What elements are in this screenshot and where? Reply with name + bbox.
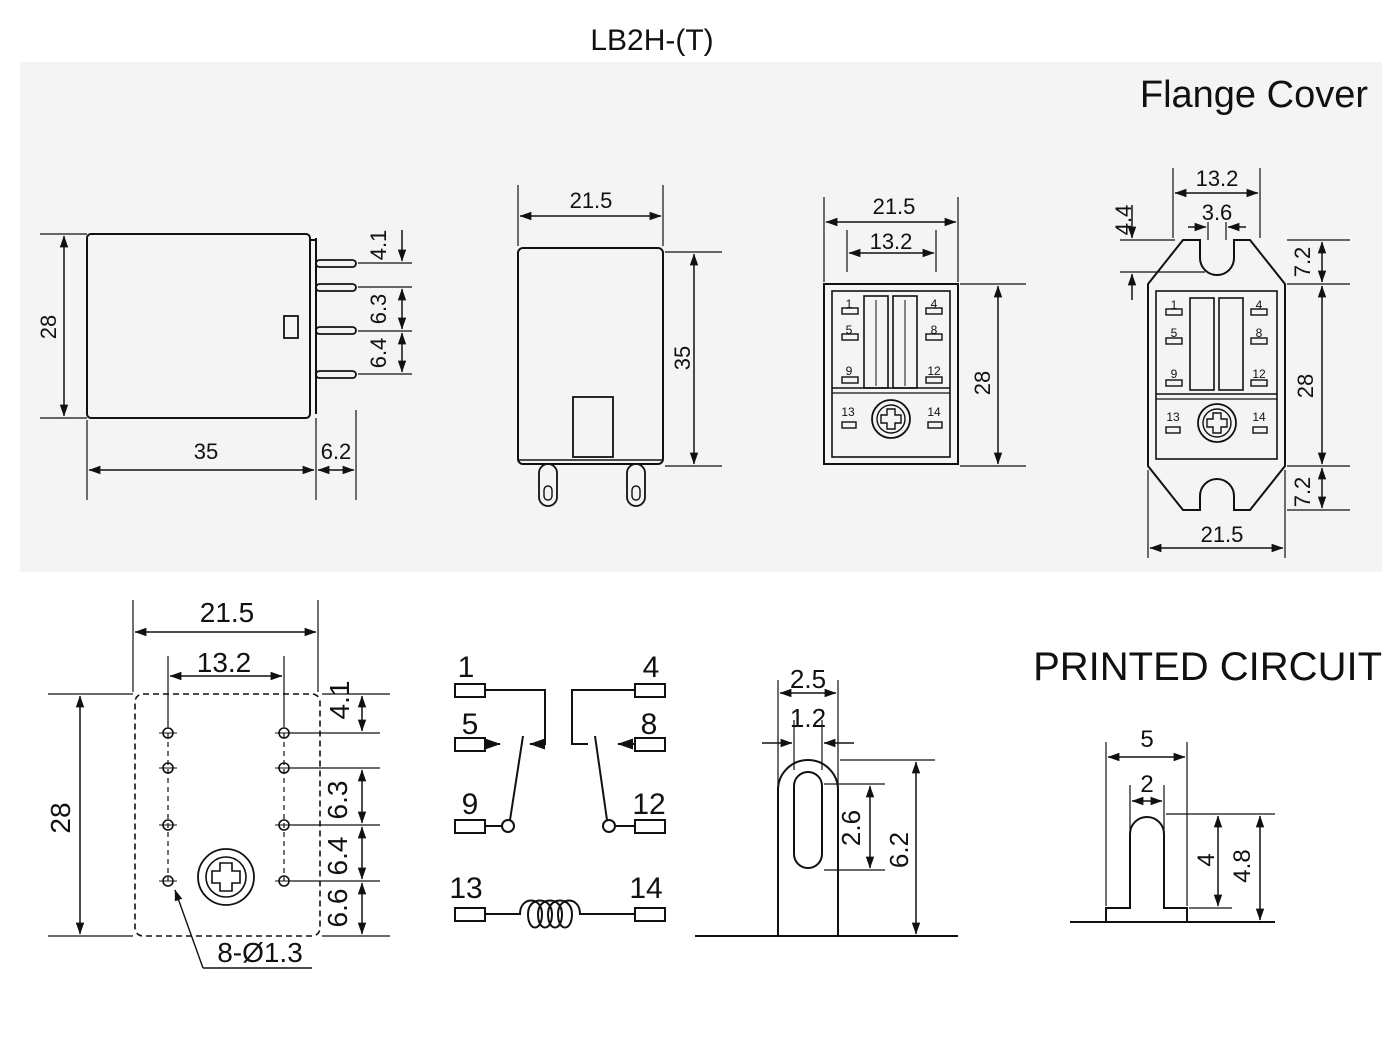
- front-view-body: [517, 247, 664, 465]
- terminal-detail: 2.5 1.2 2.6 6.2: [695, 664, 958, 937]
- flange-bottom-label: 7.2: [1290, 477, 1315, 508]
- flange-pin-4: 4: [1256, 298, 1263, 312]
- pcb-pitch-2-label: 6.3: [322, 781, 353, 820]
- flange-outline: [1147, 239, 1286, 511]
- pcb-inner-label: 13.2: [197, 647, 252, 678]
- flange-pin-5: 5: [1171, 326, 1178, 340]
- flange-inner-label: 13.2: [1196, 166, 1239, 191]
- side-pitch-3-label: 6.4: [366, 338, 391, 369]
- flange-pin-13: 13: [1166, 410, 1180, 424]
- bottom-screw-icon: [871, 399, 911, 439]
- side-width-label: 35: [194, 439, 218, 464]
- terminal-1: [454, 683, 486, 698]
- front-width-label: 21.5: [570, 188, 613, 213]
- flange-pin-9: 9: [1171, 367, 1178, 381]
- pcb-outline: [134, 693, 321, 937]
- pcb-height-label: 28: [45, 802, 76, 833]
- flange-offset-label: 4.4: [1111, 205, 1136, 236]
- terminal-blade: [777, 759, 839, 936]
- bottom-pin-14: 14: [927, 405, 941, 419]
- pcb-pitch-4-label: 6.6: [322, 889, 353, 928]
- schematic-pin-1: 1: [458, 651, 475, 684]
- side-pin-length-label: 6.2: [321, 439, 352, 464]
- side-height-label: 28: [36, 315, 61, 339]
- bottom-pin-9: 9: [846, 364, 853, 378]
- terminal-slot-width-label: 1.2: [790, 703, 826, 733]
- bottom-inner-label: 13.2: [870, 229, 913, 254]
- pc-pin-detail: 5 2 4 4.8: [1070, 726, 1275, 923]
- bottom-height-label: 28: [970, 371, 995, 395]
- schematic: 1 4 5 8 9 12 13 14: [449, 651, 666, 929]
- pc-pin-inner-height-label: 4: [1193, 853, 1220, 866]
- coil-icon: [485, 899, 635, 929]
- flange-pin-8: 8: [1256, 326, 1263, 340]
- side-view-marker: [283, 315, 299, 339]
- side-pitch-2-label: 6.3: [366, 294, 391, 325]
- front-view: 21.5 35: [517, 185, 722, 507]
- flange-cover-label: Flange Cover: [1140, 74, 1368, 116]
- pcb-layout: 21.5 13.2 28 4.1 6.3 6.4 6.6 8-Ø1.3: [45, 597, 390, 969]
- pcb-holes-label: 8-Ø1.3: [217, 937, 303, 968]
- bottom-pin-4: 4: [931, 297, 938, 311]
- pc-pin-height-label: 4.8: [1229, 849, 1256, 882]
- pcb-width-label: 21.5: [200, 597, 255, 628]
- bottom-pin-1: 1: [846, 297, 853, 311]
- schematic-pin-12: 12: [632, 788, 665, 821]
- flange-height-label: 28: [1293, 374, 1318, 398]
- flange-pin-12: 12: [1252, 367, 1266, 381]
- schematic-pin-9: 9: [462, 788, 479, 821]
- pc-pin-width-label: 5: [1140, 726, 1153, 753]
- printed-circuit-label: PRINTED CIRCUIT: [1033, 645, 1382, 689]
- side-view-pins: [315, 259, 357, 379]
- terminal-slot-length-label: 2.6: [836, 810, 866, 846]
- bottom-view: 1 4 5 8 9 12 13 14 21.5 13.2 28: [823, 194, 1026, 467]
- terminal-4: [634, 683, 666, 698]
- front-view-window: [572, 396, 614, 458]
- bottom-pin-5: 5: [846, 323, 853, 337]
- schematic-pin-13: 13: [449, 872, 482, 905]
- flange-pin-1: 1: [1171, 298, 1178, 312]
- terminal-length-label: 6.2: [884, 832, 914, 868]
- terminal-14: [634, 907, 666, 922]
- terminal-12: [634, 819, 666, 834]
- pc-pin-slot-label: 2: [1140, 771, 1153, 798]
- front-view-pins: [538, 463, 646, 507]
- side-view: 28 35 6.2 4.1 6.3 6.4: [36, 230, 412, 500]
- bottom-view-outer: [823, 283, 959, 465]
- bottom-width-label: 21.5: [873, 194, 916, 219]
- pcb-pitch-3-label: 6.4: [322, 837, 353, 876]
- schematic-pin-5: 5: [462, 708, 479, 741]
- terminal-9: [454, 819, 486, 834]
- schematic-pin-14: 14: [629, 872, 662, 905]
- bottom-pin-8: 8: [931, 323, 938, 337]
- terminal-slot: [793, 771, 823, 869]
- bottom-pin-13: 13: [841, 405, 855, 419]
- flange-slot-label: 3.6: [1202, 200, 1233, 225]
- flange-view: 1 4 5 8 9 12 13 14 13.2 3.6 4.4: [1111, 166, 1350, 558]
- drawing-title: LB2H-(T): [590, 24, 713, 57]
- pc-pin-outline: [1105, 816, 1188, 922]
- side-pitch-1-label: 4.1: [366, 230, 391, 261]
- front-height-label: 35: [670, 346, 695, 370]
- flange-width-label: 21.5: [1201, 522, 1244, 547]
- bottom-pin-12: 12: [927, 364, 941, 378]
- upper-panel-background: [20, 62, 1382, 572]
- flange-top-label: 7.2: [1290, 247, 1315, 278]
- terminal-13: [454, 907, 486, 922]
- flange-pin-14: 14: [1252, 410, 1266, 424]
- flange-screw-icon: [1197, 403, 1237, 443]
- schematic-pin-8: 8: [641, 708, 658, 741]
- schematic-pin-4: 4: [643, 651, 660, 684]
- pcb-screw-icon: [197, 848, 255, 906]
- side-view-body: [86, 233, 311, 419]
- terminal-width-label: 2.5: [790, 664, 826, 694]
- pcb-pitch-1-label: 4.1: [324, 681, 355, 720]
